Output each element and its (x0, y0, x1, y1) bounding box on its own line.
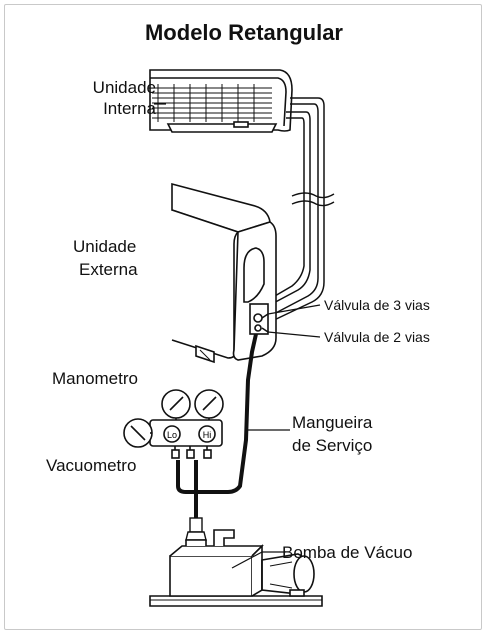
diagram-title: Modelo Retangular (144, 20, 343, 45)
service-hose (176, 333, 258, 520)
outdoor-unit-label-line2: Externa (79, 260, 138, 279)
vacuometer-label: Vacuometro (46, 456, 137, 475)
refrigerant-pipes (267, 97, 335, 323)
diagram-frame (4, 4, 482, 630)
pump-connector (185, 517, 207, 541)
indoor-unit-label-line2: Interna (103, 99, 156, 118)
valve-2way-label: Válvula de 2 vias (324, 329, 430, 345)
manifold-gauge-set (123, 389, 224, 459)
vacuum-pump (149, 529, 323, 607)
indoor-unit (149, 69, 293, 133)
gauge-high-label: Hi (203, 430, 212, 440)
gauge-low-label: Lo (167, 430, 177, 440)
outdoor-unit (171, 182, 277, 364)
indoor-unit-label-line1: Unidade (92, 78, 156, 97)
vacuum-pump-label: Bomba de Vácuo (282, 543, 413, 562)
service-hose-label-line1: Mangueira (292, 413, 373, 432)
outdoor-unit-label-line1: Unidade (73, 237, 137, 256)
manometer-label: Manometro (52, 369, 138, 388)
service-hose-label-line2: de Serviço (292, 436, 373, 455)
valve-3way-label: Válvula de 3 vias (324, 297, 430, 313)
